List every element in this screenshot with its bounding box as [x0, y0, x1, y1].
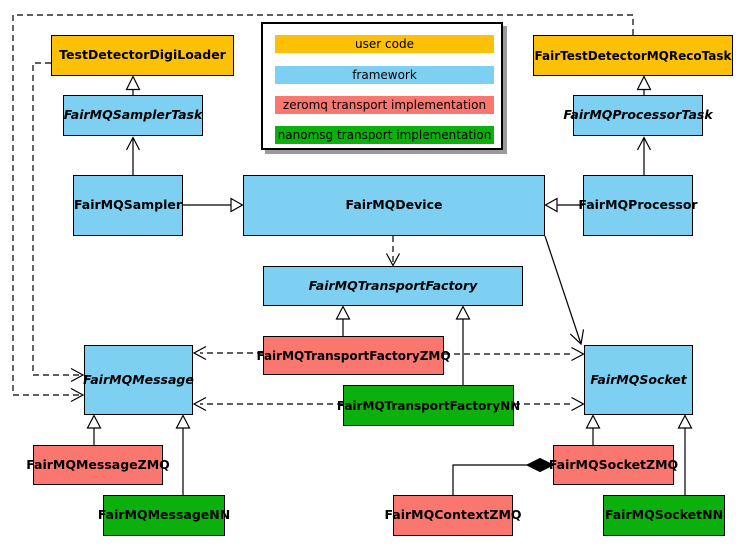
edge-comp-contextzmq-socketzmq [452, 457, 555, 495]
node-fairmq-socket-zmq: FairMQSocketZMQ [549, 445, 678, 485]
node-fairmq-sampler-task: FairMQSamplerTask [63, 95, 203, 136]
edge-inherit-messagezmq-message [86, 414, 102, 445]
edge-inherit-messagenn-message [175, 414, 191, 495]
edge-inherit-sampler-device [183, 197, 244, 213]
legend-item-nanomsg: nanomsg transport implementation [275, 126, 494, 144]
node-fairmq-message-nn: FairMQMessageNN [98, 495, 230, 536]
edge-inherit-socketzmq-socket [585, 414, 601, 445]
node-fairmq-message-zmq: FairMQMessageZMQ [26, 445, 170, 485]
node-fairmq-socket-nn: FairMQSocketNN [603, 495, 725, 536]
legend-box: user code framework zeromq transport imp… [261, 22, 503, 150]
legend-item-zeromq: zeromq transport implementation [275, 96, 494, 114]
edge-inherit-tfzmq-transportfactory [335, 305, 351, 336]
edge-dep-tfzmq-socket [444, 346, 585, 362]
node-fairmq-message: FairMQMessage [83, 345, 194, 415]
legend-item-framework: framework [275, 66, 494, 84]
node-fairmq-processor-task: FairMQProcessorTask [563, 95, 713, 136]
node-fairmq-transport-factory-nn: FairMQTransportFactoryNN [337, 385, 520, 426]
edge-inherit-processortask-recotask [636, 75, 652, 95]
edge-inherit-tfnn-transportfactory [455, 305, 471, 385]
legend-item-user-code: user code [275, 35, 494, 53]
node-fairmq-device: FairMQDevice [243, 175, 545, 236]
edge-dep-device-transportfactory [385, 236, 401, 267]
node-fairmq-transport-factory: FairMQTransportFactory [263, 266, 523, 306]
edge-dep-tfnn-socket [514, 396, 585, 412]
edge-assoc-sampler-samplertask [125, 136, 141, 175]
node-fairmq-context-zmq: FairMQContextZMQ [384, 495, 522, 536]
edge-assoc-processor-processortask [636, 136, 652, 175]
edge-dep-tfnn-message [192, 396, 343, 412]
node-test-detector-digi-loader: TestDetectorDigiLoader [51, 35, 234, 76]
node-fairmq-transport-factory-zmq: FairMQTransportFactoryZMQ [256, 336, 451, 375]
node-fair-test-detector-mq-reco-task: FairTestDetectorMQRecoTask [533, 35, 733, 76]
edge-assoc-device-socket [544, 235, 585, 346]
edge-inherit-socketnn-socket [677, 414, 693, 495]
edge-dep-tfzmq-message [192, 345, 263, 361]
node-fairmq-socket: FairMQSocket [584, 345, 693, 415]
edge-dep-recotask-message [12, 14, 634, 403]
node-fairmq-processor: FairMQProcessor [578, 175, 698, 236]
node-fairmq-sampler: FairMQSampler [73, 175, 183, 236]
edge-dep-digiloader-message [32, 62, 85, 383]
edge-inherit-samplertask-digiloader [125, 75, 141, 95]
edge-inherit-processor-device [544, 197, 583, 213]
